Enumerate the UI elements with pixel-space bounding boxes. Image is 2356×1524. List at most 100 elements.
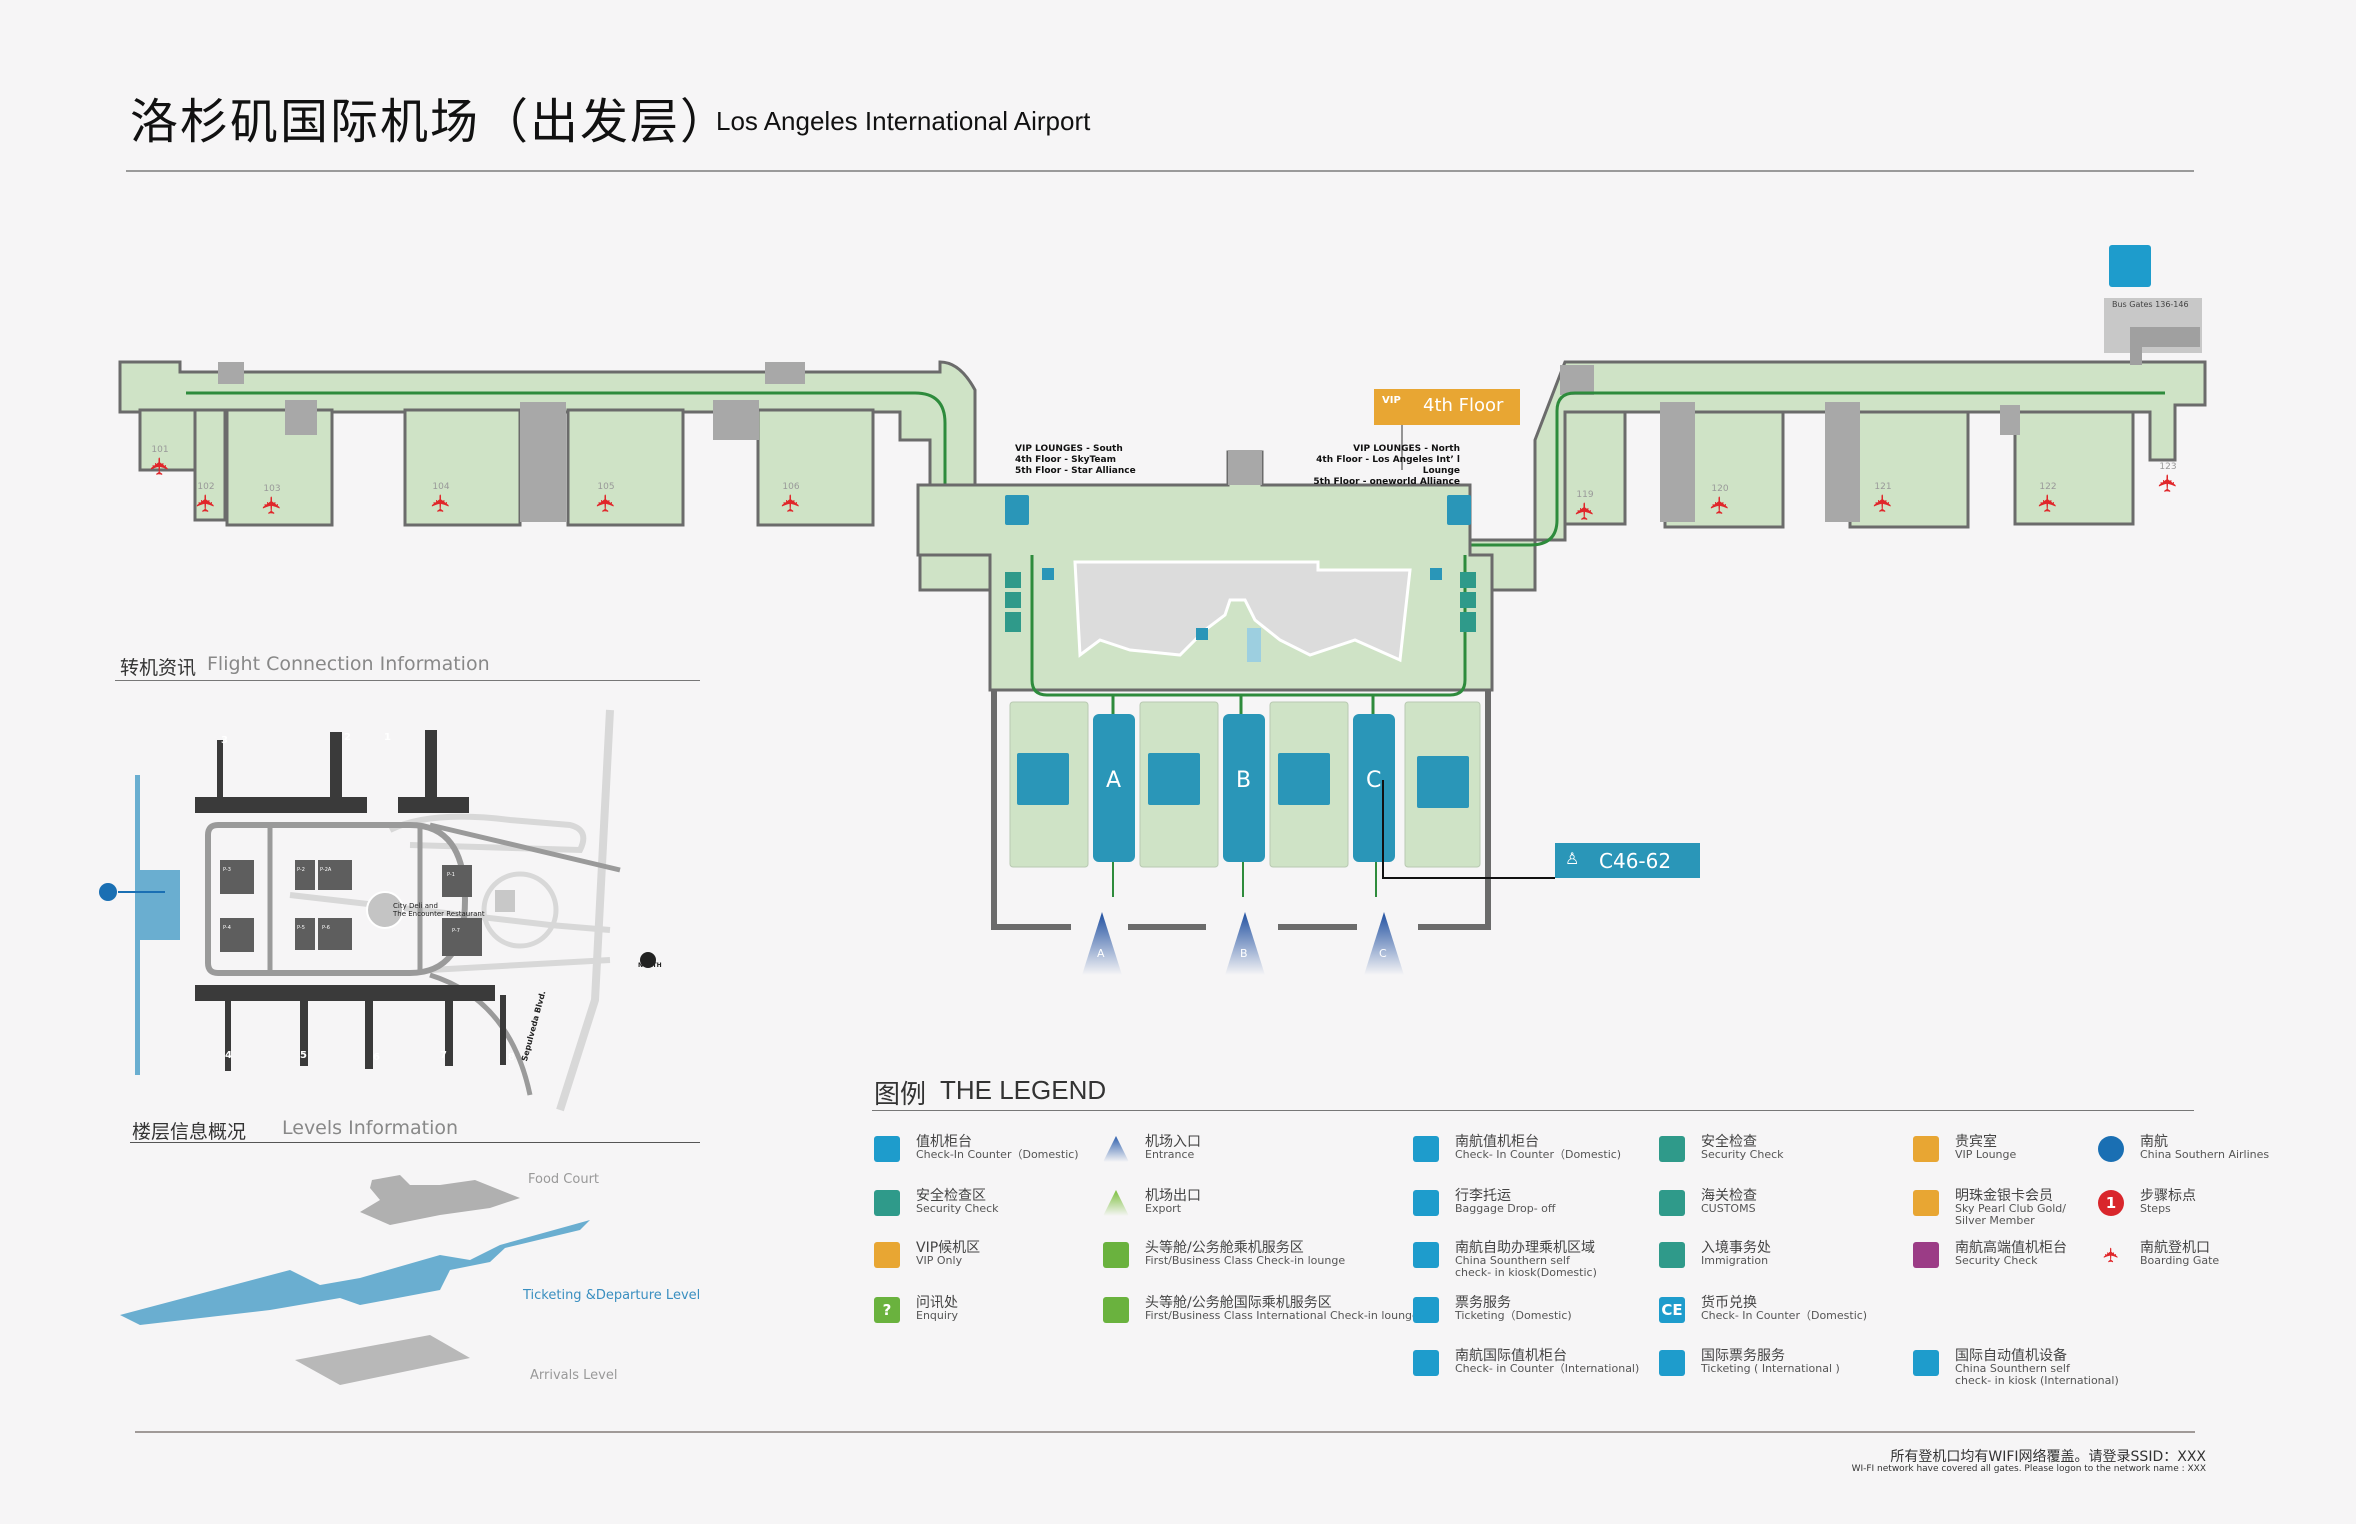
security-area-swatch: [874, 1190, 900, 1216]
counter-label-b[interactable]: B: [1236, 768, 1252, 793]
exit-arrow-icon: [1103, 1190, 1129, 1216]
gate-number: 122: [2039, 482, 2057, 492]
flight-connection-title-cn: 转机资讯: [120, 657, 197, 679]
first-business-intl-lounge-icon: [1103, 1297, 1129, 1323]
gate-122[interactable]: 122✈: [2034, 482, 2062, 514]
legend-label-en: VIP Lounge: [1955, 1148, 2017, 1161]
callout-label: C46-62: [1599, 848, 1672, 873]
terminal-4-label[interactable]: 4: [225, 1050, 232, 1061]
entrance-arrow-icon: [1103, 1136, 1129, 1162]
bus-gates-label: Bus Gates 136-146: [2112, 300, 2189, 309]
checkin-hall: [991, 690, 1555, 975]
counter-label-c[interactable]: C: [1366, 768, 1382, 793]
footer-divider: [135, 1431, 2195, 1433]
ticketing-domestic-icon: [1413, 1297, 1439, 1323]
enquiry-icon: ?: [874, 1297, 900, 1323]
terminal-5-label[interactable]: 5: [300, 1050, 307, 1061]
gate-123[interactable]: 123✈: [2154, 462, 2182, 494]
security-check-icon: [1659, 1136, 1685, 1162]
legend-label-cn: 机场出口: [1145, 1188, 1201, 1204]
gate-121[interactable]: 121✈: [1869, 482, 1897, 514]
legend-label-en: Export: [1145, 1202, 1182, 1215]
legend-label-en: Entrance: [1145, 1148, 1195, 1161]
terminal-1-label[interactable]: 1: [384, 732, 391, 743]
cs-checkin-domestic-icon: [1413, 1136, 1439, 1162]
restaurant-label: City Deli and The Encounter Restaurant: [393, 902, 485, 918]
gate-120[interactable]: 120✈: [1706, 484, 1734, 516]
china-southern-logo-icon: [2098, 1136, 2124, 1162]
gate-number: 101: [151, 445, 169, 455]
legend-label-cn: 行李托运: [1455, 1188, 1511, 1204]
counter-a: [1093, 714, 1135, 862]
counter-callout[interactable]: ♙ C46-62: [1555, 843, 1700, 878]
terminal-6-label[interactable]: 6: [373, 1052, 380, 1063]
flight-connection-divider: [115, 680, 700, 681]
legend-label-cn: 南航高端值机柜台: [1955, 1240, 2067, 1256]
gate-104[interactable]: 104✈: [427, 482, 455, 514]
arrivals-level-label[interactable]: Arrivals Level: [530, 1368, 618, 1383]
food-court-label: Food Court: [528, 1172, 600, 1187]
counter-label-a[interactable]: A: [1106, 768, 1122, 793]
terminal-map: [118, 245, 2207, 975]
legend-label-cn: 南航登机口: [2140, 1240, 2210, 1256]
arrivals-level: [295, 1335, 470, 1385]
levels-diagram: [120, 1175, 590, 1385]
customs-icon: [1659, 1190, 1685, 1216]
departure-level-label[interactable]: Ticketing &Departure Level: [523, 1288, 701, 1303]
gate-119[interactable]: 119✈: [1571, 490, 1599, 522]
boarding-gate-icon: ✈: [777, 492, 805, 514]
ticketing-icon: [1417, 756, 1469, 808]
gate-number: 103: [263, 484, 281, 494]
page-title-cn: 洛杉矶国际机场（出发层）: [130, 94, 731, 150]
bus-gates: [2104, 245, 2202, 365]
departure-level: [120, 1220, 590, 1325]
entrance-label-a: A: [1097, 947, 1105, 960]
terminal-2-label[interactable]: 2: [344, 732, 351, 743]
boarding-gate-icon: ✈: [146, 455, 174, 477]
vip-lounges-north: VIP LOUNGES - North 4th Floor - Los Ange…: [1313, 444, 1460, 487]
terminal-3-label[interactable]: 3: [221, 735, 228, 746]
boarding-gate-icon: ✈: [1706, 494, 1734, 516]
gate-106[interactable]: 106✈: [777, 482, 805, 514]
legend-label-cn: 货币兑换: [1701, 1295, 1757, 1311]
lax-overview-map: [99, 709, 656, 1112]
boarding-gate-icon: ✈: [2034, 492, 2062, 514]
gate-number: 105: [597, 482, 615, 492]
levels-title-cn: 楼层信息概况: [132, 1121, 247, 1143]
parking-p-2: P-2: [297, 867, 305, 873]
counter-c: [1353, 714, 1395, 862]
terminal-7-label[interactable]: 7: [440, 1050, 447, 1061]
ticketing-icon: [1278, 753, 1330, 805]
intl-self-checkin-icon: [1913, 1350, 1939, 1376]
gate-101[interactable]: 101✈: [146, 445, 174, 477]
checkin-counter-swatch: [874, 1136, 900, 1162]
parking-p-6: P-6: [322, 925, 330, 931]
gate-105[interactable]: 105✈: [592, 482, 620, 514]
legend-label-en: Check- In Counter（Domestic): [1455, 1148, 1622, 1161]
legend-label-cn: 头等舱/公务舱国际乘机服务区: [1145, 1295, 1332, 1311]
entrance-label-c: C: [1379, 947, 1387, 960]
parking-p-2a: P-2A: [320, 867, 332, 873]
legend-label-en: Enquiry: [916, 1309, 958, 1322]
gate-102[interactable]: 102✈: [192, 482, 220, 514]
legend-label-en: Boarding Gate: [2140, 1254, 2220, 1267]
entrance-arrow-a: [1082, 912, 1122, 975]
gate-103[interactable]: 103✈: [258, 484, 286, 516]
premium-checkin-icon: [1913, 1242, 1939, 1268]
legend-label-cn: 贵宾室: [1955, 1134, 1997, 1150]
gate-number: 119: [1576, 490, 1594, 500]
boarding-gate-icon: ✈: [592, 492, 620, 514]
cs-checkin-intl-icon: [1413, 1350, 1439, 1376]
terminal-8-label[interactable]: 8: [508, 1052, 515, 1063]
parking-p-1: P-1: [447, 872, 455, 878]
train-icon: [2109, 245, 2151, 287]
